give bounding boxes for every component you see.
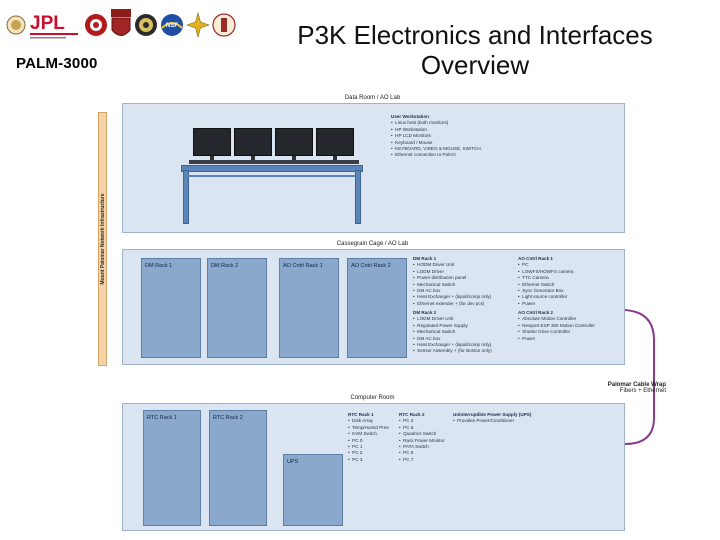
ao-rack-1-info: AO Cntrl Rack 1 • PC • LOWFS/HOWFS camer… [518,256,574,306]
project-name: PALM-3000 [16,55,98,72]
list-item: • Quadrics Switch [399,431,437,437]
desk-leg [183,170,189,224]
list-item: • PC [518,262,529,268]
list-item: • PC 5 [399,424,414,430]
list-item: • Shutter Drive Controller [518,329,571,335]
list-item: • PC 7 [399,456,414,462]
list-item: • DM AC box [413,288,441,294]
workstation-heading: User Workstation [391,114,429,119]
list-item: • Ethernet Switch [518,281,555,287]
list-item: • HP LCD Monitors [391,133,431,139]
list-item: • TTC Camera [518,275,549,281]
list-item: • Ethernet extender + (for dev pcs) [413,300,485,306]
desk-top [181,165,363,172]
rtc-rack-1-info: RTC Rack 1 • Disk Array • Temp/Humid Pre… [348,412,389,462]
list-item: • HODM Driver Unit [413,262,455,268]
list-item: • HP Workstation [391,126,427,132]
list-item: • PC 1 [348,444,363,450]
caltech-seal-logo [6,15,26,35]
workstation-info: User Workstation • Linux host (both moni… [391,114,481,159]
data-room-panel: User Workstation • Linux host (both moni… [122,103,625,233]
palomar-seal-logo [135,14,157,36]
cass-cage-panel: DM Rack 1 DM Rack 2 AO Cntrl Rack 1 AO C… [122,249,625,365]
ao-cntrl-rack-2: AO Cntrl Rack 2 [347,258,407,358]
list-item: • LODM Driver Unit [413,316,454,322]
list-item: • Mechanical Switch [413,281,456,287]
list-item: • Disk Array [348,418,374,424]
cornell-seal-logo [85,14,107,36]
list-item: • Provides Power/Conditioner [453,418,515,424]
list-item: • Linux host (both monitors) [391,120,449,126]
desk-rail [187,175,355,177]
jpl-logo: JPL [30,13,78,39]
keyboard-tray [189,160,359,164]
list-item: • PC 0 [348,437,363,443]
list-item: • Ethernet connection to PalAO [391,152,456,158]
network-infrastructure-bar: Mount Palomar Network Infrastructure [98,112,107,366]
rtc-rack-2: RTC Rack 2 [209,410,267,526]
monitor-icon [193,128,231,156]
cass-cage-title: Cassegrain Cage / AO Lab [336,241,409,247]
list-item: • Regulated Power Supply [413,322,468,328]
list-item: • KEYBOARD, VIDEO & MOUSE, SWITCH [391,146,481,152]
dm-rack-2: DM Rack 2 [207,258,267,358]
list-item: • Power [518,300,536,306]
list-item: • DM AC box [413,335,441,341]
list-item: • Keyboard / Mouse [391,139,433,145]
list-item: • LODM Driver [413,268,444,274]
list-item: • Heat Exchanger + (liquid/comp only) [413,342,492,348]
list-item: • KVM Switch [348,431,377,437]
list-item: • Absolute Motion Controller [518,316,577,322]
monitor-icon [275,128,313,156]
list-item: • LOWFS/HOWFS camera [518,268,574,274]
list-item: • PC 3 [348,456,363,462]
rtc-rack-2-info: RTC Rack 2 • PC 4 • PC 5 • Quadrics Swit… [399,412,445,462]
ups-info: Uninterruptible Power Supply (UPS) • Pro… [453,412,532,424]
computer-room-title: Computer Room [350,395,395,401]
dm-rack-1: DM Rack 1 [141,258,201,358]
list-item: • PC 4 [399,418,414,424]
list-item: • Heat Exchanger + (liquid/comp only) [413,294,492,300]
cable-wrap-connector [624,309,655,445]
svg-text:NSF: NSF [166,23,178,29]
list-item: • Light source controller [518,294,568,300]
title-line-1: P3K Electronics and Interfaces [297,20,653,50]
computer-room-panel: RTC Rack 1 RTC Rack 2 UPS RTC Rack 1 • D… [122,403,625,531]
ups-unit: UPS [283,454,343,526]
dm-rack-1-info: DM Rack 1 • HODM Driver Unit • LODM Driv… [413,256,492,306]
logo-strip: JPL NSF [6,4,238,48]
list-item: • Power [518,335,536,341]
list-item: • Sync Generator Box [518,288,564,294]
list-item: • Sensor Assembly + (for Boston only) [413,348,492,354]
list-item: • Newport ESP 300 Motion Controller [518,322,595,328]
list-item: • Rack Power Monitor [399,437,445,443]
svg-text:JPL: JPL [30,13,65,34]
page-title: P3K Electronics and Interfaces Overview [240,20,710,80]
network-infrastructure-label: Mount Palomar Network Infrastructure [99,193,106,285]
monitor-icon [316,128,354,156]
dm-rack-2-info: DM Rack 2 • LODM Driver Unit • Regulated… [413,310,492,354]
ao-rack-2-info: AO Cntrl Rack 2 • Absolute Motion Contro… [518,310,595,341]
college-seal-logo [212,13,236,37]
caltech-shield-logo [111,9,131,36]
monitor-icon [234,128,272,156]
title-line-2: Overview [420,50,530,80]
list-item: • Mechanical Switch [413,329,456,335]
desk-leg [355,170,361,224]
data-room-title: Data Room / AO Lab [344,95,401,101]
list-item: • PC 2 [348,450,363,456]
list-item: • Power distribution panel [413,275,467,281]
list-item: • PATA Switch [399,444,429,450]
list-item: • Temp/Humid Pres [348,424,389,430]
nsf-logo: NSF [161,14,183,36]
keck-star-logo [186,11,210,39]
list-item: • PC 6 [399,450,414,456]
cable-wrap-label: Palomar Cable Wrap Fibers + Ethernet [607,382,666,394]
rtc-rack-1: RTC Rack 1 [143,410,201,526]
ao-cntrl-rack-1: AO Cntrl Rack 1 [279,258,339,358]
